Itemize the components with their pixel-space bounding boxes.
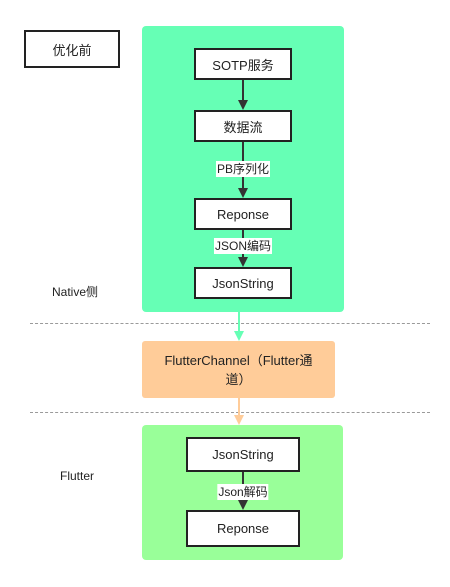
arrow-channel-to-flutter	[234, 398, 244, 425]
arrow-sotp-to-data	[238, 80, 248, 110]
edge-label-json-encode: JSON编码	[213, 238, 273, 254]
edge-label-pb-serialize: PB序列化	[215, 161, 271, 177]
divider-native-channel	[30, 323, 430, 324]
flutter-side-label: Flutter	[60, 469, 95, 483]
node-jsonstring-native: JsonString	[194, 267, 292, 299]
node-reponse-flutter: Reponse	[186, 510, 300, 547]
node-jsonstring-flutter: JsonString	[186, 437, 300, 472]
flutter-channel-label: FlutterChannel（Flutter通道）	[164, 352, 313, 387]
divider-channel-flutter	[30, 412, 430, 413]
title-box: 优化前	[24, 30, 120, 68]
node-reponse-native: Reponse	[194, 198, 292, 230]
arrow-native-to-channel	[234, 312, 244, 341]
flutter-channel-box: FlutterChannel（Flutter通道）	[142, 341, 335, 398]
node-sotp-service: SOTP服务	[194, 48, 292, 80]
native-side-label: Native侧	[52, 285, 99, 299]
node-data-stream: 数据流	[194, 110, 292, 142]
title-label: 优化前	[52, 42, 92, 58]
edge-label-json-decode: Json解码	[217, 484, 269, 500]
